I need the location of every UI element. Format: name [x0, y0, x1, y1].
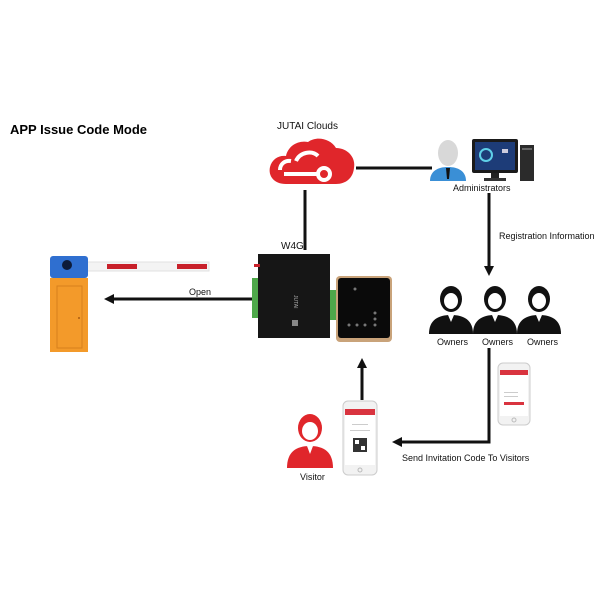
- controller-board-icon: JUTAI: [252, 254, 336, 338]
- phone-qr-code-icon: [342, 400, 378, 476]
- owner-icon: [473, 286, 517, 334]
- administrator-computer-icon: [430, 139, 534, 181]
- diagram-title: APP Issue Code Mode: [10, 122, 148, 137]
- open-label: Open: [189, 287, 212, 297]
- owner-label: Owners: [527, 337, 559, 347]
- barrier-gate-icon: [50, 256, 210, 352]
- admin-label: Administrators: [453, 183, 511, 193]
- owner-icon: [517, 286, 561, 334]
- visitor-icon: [287, 414, 333, 468]
- cloud-label: JUTAI Clouds: [277, 121, 338, 132]
- invitation-path: [392, 348, 491, 447]
- owner-label: Owners: [482, 337, 514, 347]
- owner-label: Owners: [437, 337, 469, 347]
- keypad-reader-icon: [336, 276, 392, 342]
- svg-text:JUTAI: JUTAI: [292, 295, 298, 309]
- cloud-icon: [269, 138, 355, 184]
- visitor-label: Visitor: [300, 472, 325, 482]
- owners-group: [428, 284, 561, 346]
- invitation-label: Send Invitation Code To Visitors: [402, 453, 530, 463]
- owner-icon: [429, 286, 473, 334]
- registration-label: Registration Information: [499, 231, 595, 241]
- phone-app-icon: [497, 362, 531, 426]
- controller-label: W4G: [281, 241, 304, 252]
